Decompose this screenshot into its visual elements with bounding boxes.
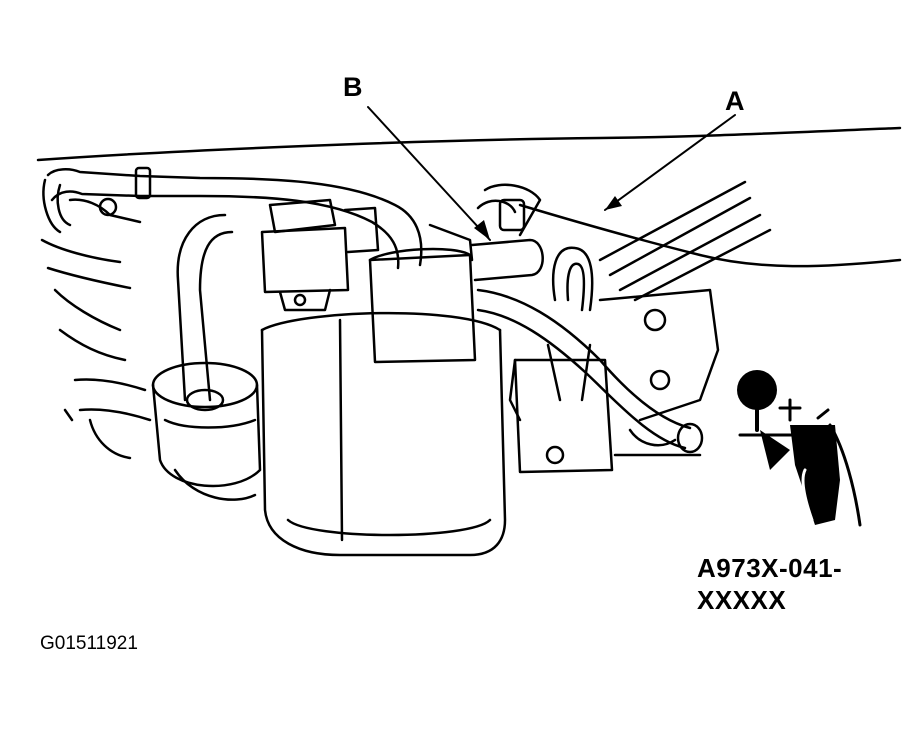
vacuum-pump-gauge-icon bbox=[737, 370, 862, 527]
left-engine-components bbox=[40, 178, 152, 460]
callout-label-a: A bbox=[725, 86, 745, 116]
return-pipe bbox=[476, 288, 704, 454]
mounting-bracket bbox=[508, 358, 614, 474]
hose-left-vertical bbox=[176, 213, 234, 412]
figure-id: G01511921 bbox=[40, 633, 138, 654]
leader-arrow-b bbox=[474, 220, 490, 240]
leader-arrow-a bbox=[605, 196, 622, 210]
hose-a-line bbox=[518, 180, 902, 302]
purge-control-solenoid bbox=[260, 198, 380, 312]
leader-line-b bbox=[367, 106, 491, 241]
right-frame-components bbox=[598, 288, 720, 457]
callout-label-b: B bbox=[343, 72, 363, 102]
fuel-filter bbox=[151, 361, 262, 501]
leader-line-a bbox=[604, 114, 736, 211]
body-panel-line bbox=[36, 126, 902, 162]
tool-part-number-line2: XXXXX bbox=[697, 585, 787, 615]
hose-upper-left bbox=[46, 166, 423, 270]
evap-canister bbox=[260, 311, 507, 557]
canister-vacuum-hose-b bbox=[470, 183, 544, 282]
canister-valve-body bbox=[368, 223, 477, 364]
hose-clamp-loop bbox=[546, 246, 594, 402]
tool-part-number-line1: A973X-041- bbox=[697, 553, 843, 583]
